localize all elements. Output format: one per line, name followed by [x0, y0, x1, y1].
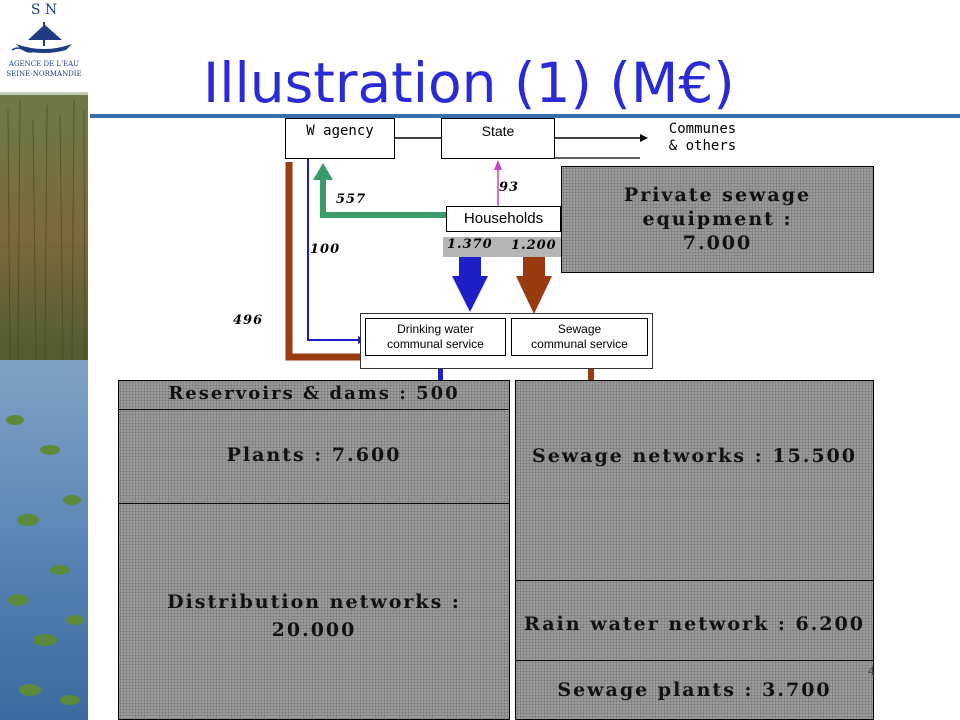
- flow-1370-label: 1.370: [447, 237, 493, 252]
- flow-93-label: 93: [499, 180, 520, 195]
- sewage-service-label: Sewage communal service: [531, 322, 628, 351]
- distribution-label: Distribution networks : 20.000: [167, 591, 461, 641]
- green-flow-arrow: [320, 172, 446, 218]
- logo-line2: SEINE-NORMANDIE: [6, 70, 82, 78]
- drinking-water-node: Drinking water communal service: [365, 318, 506, 356]
- flow-496-label: 496: [233, 313, 264, 328]
- blue-agency-arrow: [307, 158, 362, 341]
- logo-letters: S N: [30, 2, 58, 18]
- wetland-photo: [0, 0, 88, 720]
- sewage-plants-label: Sewage plants : 3.700: [557, 679, 832, 701]
- w-agency-node: W agency: [285, 118, 395, 159]
- sewage-networks-box: Sewage networks : 15.500: [515, 380, 874, 582]
- private-sewage-label: Private sewage equipment : 7.000: [623, 184, 812, 254]
- rain-water-box: Rain water network : 6.200: [515, 580, 874, 662]
- flow-1200-label: 1.200: [511, 238, 557, 253]
- state-node: State: [441, 118, 555, 159]
- households-label: Households: [463, 210, 544, 227]
- households-node: Households: [446, 206, 561, 232]
- plants-box: Plants : 7.600: [118, 409, 510, 504]
- page-marker: 4: [868, 664, 875, 678]
- plants-label: Plants : 7.600: [226, 444, 402, 466]
- slide-title: Illustration (1) (M€): [203, 51, 735, 115]
- distribution-box: Distribution networks : 20.000: [118, 503, 510, 720]
- agency-logo: S N AGENCE DE L'EAU SEINE-NORMANDIE: [0, 0, 88, 92]
- w-agency-label: W agency: [306, 123, 374, 139]
- reservoirs-label: Reservoirs & dams : 500: [168, 383, 460, 404]
- sewage-service-node: Sewage communal service: [511, 318, 648, 356]
- state-label: State: [481, 123, 515, 139]
- flow-557-label: 557: [336, 192, 367, 207]
- flow-100-label: 100: [310, 242, 341, 257]
- communes-label: Communes & others: [668, 121, 737, 154]
- sewage-networks-label: Sewage networks : 15.500: [531, 445, 857, 467]
- sidebar-photo: [0, 0, 88, 720]
- brown-households-arrow: [523, 256, 545, 276]
- title-underline: [90, 114, 960, 118]
- reservoirs-box: Reservoirs & dams : 500: [118, 380, 510, 410]
- sewage-plants-box: Sewage plants : 3.700: [515, 660, 874, 720]
- private-sewage-box: Private sewage equipment : 7.000: [561, 166, 874, 273]
- logo-line1: AGENCE DE L'EAU: [8, 60, 80, 68]
- rain-water-label: Rain water network : 6.200: [524, 613, 865, 635]
- drinking-water-label: Drinking water communal service: [387, 322, 484, 351]
- blue-households-arrow: [459, 256, 481, 276]
- ship-emblem-icon: [11, 22, 72, 53]
